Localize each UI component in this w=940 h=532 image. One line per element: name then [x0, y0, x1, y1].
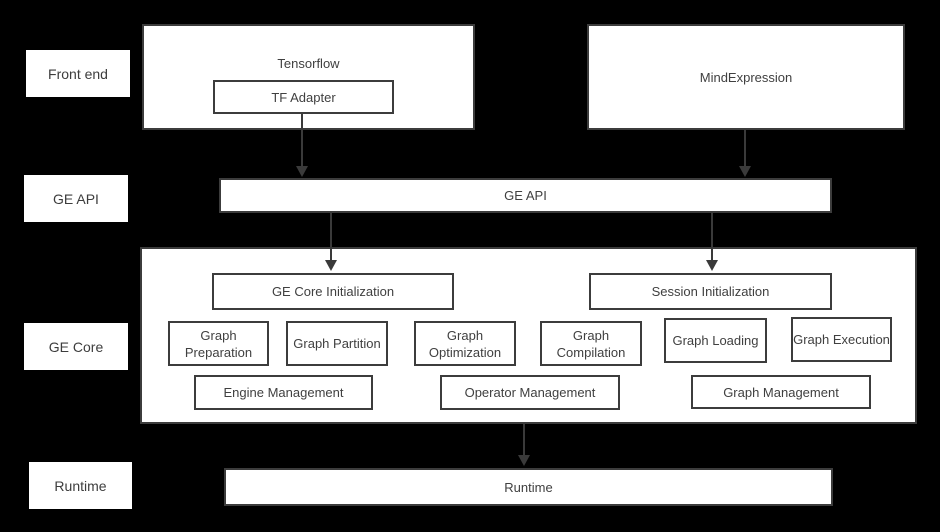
- mindexpression-box: MindExpression: [587, 24, 905, 130]
- tensorflow-box: Tensorflow TF Adapter: [142, 24, 475, 130]
- rail-label-ge-core: GE Core: [24, 323, 128, 370]
- ge-core-box: GE Core Initialization Session Initializ…: [140, 247, 917, 424]
- graph-partition-label: Graph Partition: [293, 336, 381, 351]
- graph-optimization-box: Graph Optimization: [414, 321, 516, 366]
- ge-api-bar: GE API: [219, 178, 832, 213]
- operator-management-box: Operator Management: [440, 375, 620, 410]
- engine-management-label: Engine Management: [223, 385, 344, 400]
- arrow-mindexpression-to-ge-api-icon: [739, 130, 751, 177]
- rail-label-runtime-text: Runtime: [54, 477, 107, 494]
- ge-core-initialization-box: GE Core Initialization: [212, 273, 454, 310]
- tf-adapter-box: TF Adapter: [213, 80, 394, 114]
- tensorflow-label: Tensorflow: [277, 56, 340, 71]
- rail-label-ge-api: GE API: [24, 175, 128, 222]
- graph-partition-box: Graph Partition: [286, 321, 388, 366]
- graph-compilation-label: Graph Compilation: [556, 327, 626, 360]
- graph-preparation-box: Graph Preparation: [168, 321, 269, 366]
- graph-execution-label: Graph Execution: [793, 332, 890, 347]
- arrow-head: [706, 260, 718, 271]
- engine-management-box: Engine Management: [194, 375, 373, 410]
- rail-label-front-end-text: Front end: [48, 65, 108, 82]
- graph-management-label: Graph Management: [723, 384, 839, 400]
- graph-preparation-label: Graph Preparation: [184, 327, 253, 360]
- arrow-ge-api-to-session-init-icon: [706, 213, 718, 271]
- graph-optimization-label: Graph Optimization: [428, 327, 502, 360]
- arrow-head: [296, 166, 308, 177]
- arrow-stem: [744, 130, 746, 166]
- ge-api-bar-label: GE API: [504, 188, 547, 203]
- rail-label-ge-core-text: GE Core: [48, 338, 104, 355]
- graph-management-box: Graph Management: [691, 375, 871, 409]
- rail-label-ge-api-text: GE API: [53, 190, 99, 207]
- arrow-head: [518, 455, 530, 466]
- arrow-stem: [523, 424, 525, 455]
- graph-execution-box: Graph Execution: [791, 317, 892, 362]
- graph-loading-box: Graph Loading: [664, 318, 767, 363]
- arrow-head: [325, 260, 337, 271]
- graph-loading-label: Graph Loading: [672, 333, 759, 348]
- arrow-stem: [711, 213, 713, 260]
- arrow-head: [739, 166, 751, 177]
- arrow-ge-core-to-runtime-icon: [518, 424, 530, 466]
- runtime-bar-label: Runtime: [504, 479, 553, 495]
- session-initialization-label: Session Initialization: [651, 284, 770, 299]
- rail-label-runtime: Runtime: [29, 462, 132, 509]
- runtime-bar: Runtime: [224, 468, 833, 506]
- tf-adapter-label: TF Adapter: [271, 89, 336, 105]
- arrow-tf-adapter-to-ge-api-icon: [296, 114, 308, 177]
- rail-label-front-end: Front end: [26, 50, 130, 97]
- arrow-ge-api-to-ge-core-init-icon: [325, 213, 337, 271]
- arrow-stem: [330, 213, 332, 260]
- mindexpression-label: MindExpression: [699, 69, 793, 85]
- operator-management-label: Operator Management: [464, 385, 596, 400]
- ge-core-initialization-label: GE Core Initialization: [271, 284, 395, 299]
- session-initialization-box: Session Initialization: [589, 273, 832, 310]
- arrow-stem: [301, 114, 303, 166]
- graph-compilation-box: Graph Compilation: [540, 321, 642, 366]
